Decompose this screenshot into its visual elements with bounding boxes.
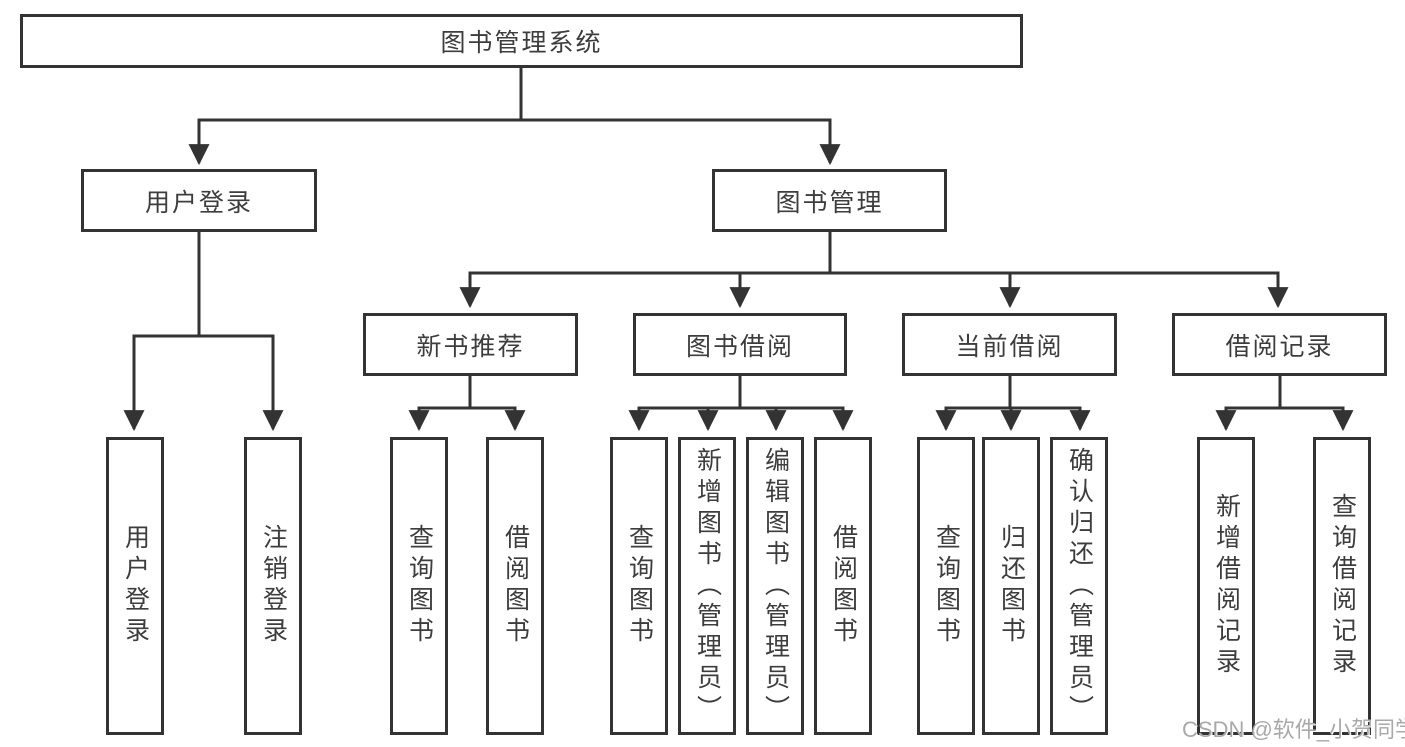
leaf-records-add-record-label: 新增借阅记录 [1212,493,1241,679]
leaf-logout: 注销登录 [244,437,302,735]
node-book-management: 图书管理 [712,169,947,232]
leaf-current-confirm-return-admin: 确认归还（管理员） [1050,437,1108,735]
leaf-user-login: 用户登录 [106,437,164,735]
node-root-label: 图书管理系统 [440,29,603,57]
leaf-borrow-query-books-label: 查询图书 [625,524,654,648]
leaf-newbook-borrow-books-label: 借阅图书 [501,524,530,648]
leaf-logout-label: 注销登录 [259,524,288,648]
node-user-login: 用户登录 [81,169,317,232]
leaf-current-query-books: 查询图书 [917,437,975,735]
node-book-borrowing-label: 图书借阅 [685,332,794,361]
csdn-watermark: CSDN @软件_小贺同学 [1182,717,1405,742]
leaf-records-query-record-label: 查询借阅记录 [1328,493,1357,679]
leaf-borrow-add-books-admin-label: 新增图书（管理员） [693,446,722,726]
leaf-borrow-edit-books-admin-label: 编辑图书（管理员） [761,446,790,726]
node-borrowing-records: 借阅记录 [1172,313,1387,376]
leaf-borrow-borrow-books: 借阅图书 [814,437,872,735]
leaf-newbook-borrow-books: 借阅图书 [486,437,544,735]
node-root: 图书管理系统 [20,14,1023,68]
node-user-login-label: 用户登录 [144,188,253,217]
leaf-newbook-query-books-label: 查询图书 [405,524,434,648]
leaf-newbook-query-books: 查询图书 [390,437,448,735]
edge-group [123,68,1354,432]
leaf-borrow-add-books-admin: 新增图书（管理员） [678,437,736,735]
leaf-current-query-books-label: 查询图书 [932,524,961,648]
node-book-borrowing: 图书借阅 [633,313,847,376]
leaf-user-login-label: 用户登录 [121,524,150,648]
leaf-borrow-query-books: 查询图书 [610,437,668,735]
leaf-current-return-books-label: 归还图书 [997,524,1026,648]
leaf-borrow-edit-books-admin: 编辑图书（管理员） [746,437,804,735]
leaf-records-add-record: 新增借阅记录 [1197,437,1255,735]
node-book-management-label: 图书管理 [775,188,884,217]
node-new-book-recommend-label: 新书推荐 [416,332,525,361]
node-borrowing-records-label: 借阅记录 [1225,332,1334,361]
node-current-borrowing: 当前借阅 [902,313,1117,376]
leaf-borrow-borrow-books-label: 借阅图书 [829,524,858,648]
node-new-book-recommend: 新书推荐 [363,313,578,376]
leaf-current-confirm-return-admin-label: 确认归还（管理员） [1065,446,1094,726]
leaf-records-query-record: 查询借阅记录 [1313,437,1371,735]
leaf-current-return-books: 归还图书 [982,437,1040,735]
node-current-borrowing-label: 当前借阅 [955,332,1064,361]
